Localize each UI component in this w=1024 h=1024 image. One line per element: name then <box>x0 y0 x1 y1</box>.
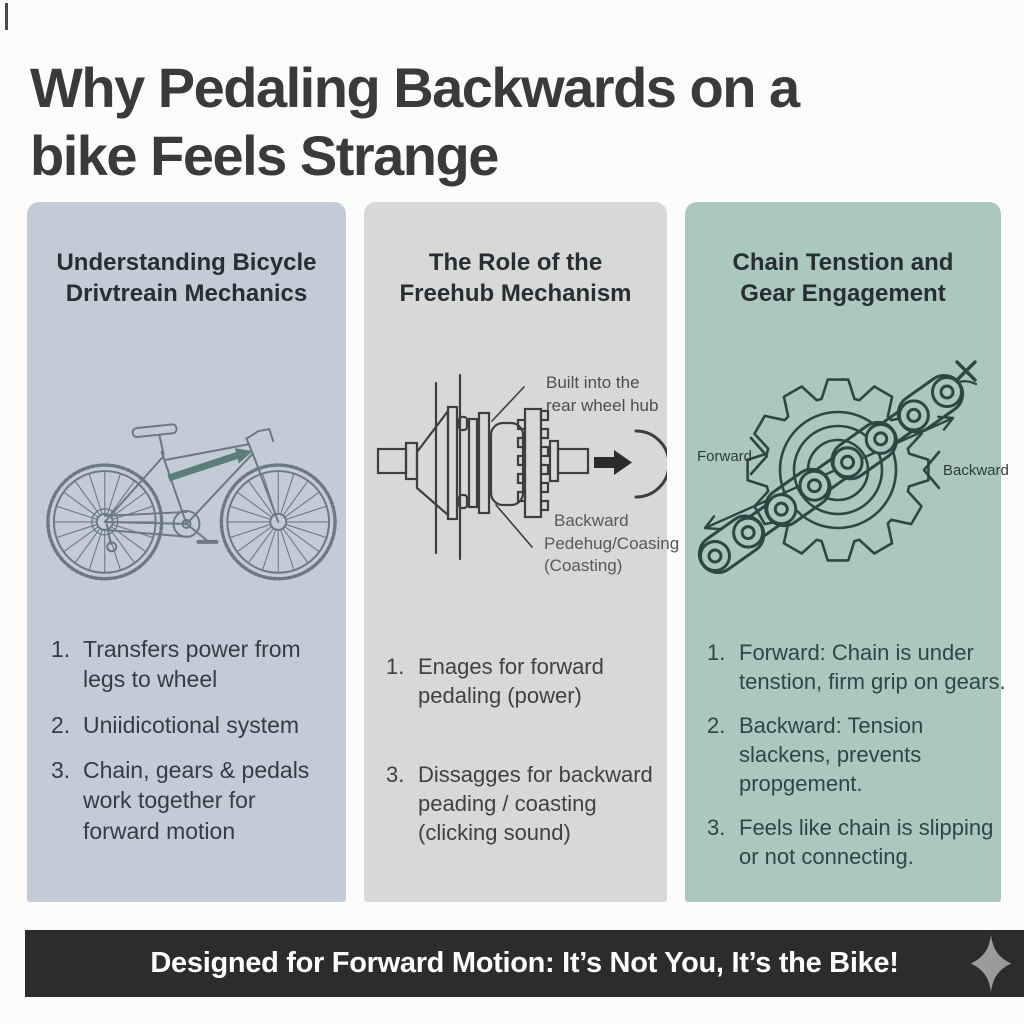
list-item-text: Uniidicotional system <box>83 711 300 738</box>
list-item-text: Chain, gears & pedals work together for … <box>83 757 310 844</box>
coast-direction-arrow <box>594 450 632 475</box>
list-item: 2. Uniidicotional system <box>51 710 338 740</box>
panel-heading-line1: Understanding Bicycle <box>56 249 317 276</box>
page-title-line1: Why Pedaling Backwards on a <box>30 55 800 119</box>
list-item: 1. Forward: Chain is under tenstion, fir… <box>707 638 1009 696</box>
list-item-number: 1. <box>51 636 71 662</box>
bicycle-illustration <box>27 374 346 609</box>
blocked-x-icon <box>955 360 977 382</box>
list-item-text: Forward: Chain is under tenstion, firm g… <box>739 640 1006 695</box>
freehub-point-list: 1. Enages for forward pedaling (power) 3… <box>386 652 659 862</box>
callout-line: Built into the <box>546 373 640 392</box>
list-item-number: 1. <box>707 640 726 665</box>
panel-drivetrain-mechanics: Understanding Bicycle Drivtreain Mechani… <box>27 202 346 902</box>
panel-chain-tension: Chain Tenstion and Gear Engagement <box>685 202 1009 902</box>
callout-line: Pedehug/Coasing <box>544 533 680 553</box>
stray-mark <box>5 3 8 30</box>
panel-heading-line2: Gear Engagement <box>740 279 946 307</box>
callout-line: (Coasting) <box>544 556 623 576</box>
chain-point-list: 1. Forward: Chain is under tenstion, fir… <box>707 638 1009 886</box>
coasting-callout-label: Backward Pedehug/Coasing (Coasting) <box>544 510 679 578</box>
callout-line: rear wheel hub <box>546 395 659 415</box>
page-title: Why Pedaling Backwards on a bike Feels S… <box>30 54 1010 191</box>
list-item-text: Transfers power from legs to wheel <box>83 636 301 693</box>
list-item: 3. Feels like chain is slipping or not c… <box>707 813 1009 871</box>
callout-line: Backward <box>554 511 629 530</box>
panel-heading-line2: Drivtreain Mechanics <box>65 279 308 307</box>
backward-chevron-icon <box>922 450 941 490</box>
forward-chevron-icon <box>749 436 769 476</box>
panel-heading: The Role of the Freehub Mechanism <box>370 248 661 309</box>
panel-freehub-mechanism: The Role of the Freehub Mechanism <box>364 202 679 902</box>
list-item-text: Feels like chain is slipping or not conn… <box>739 815 994 870</box>
page-title-line2: bike Feels Strange <box>30 123 499 187</box>
list-item: 3. Chain, gears & pedals work together f… <box>51 755 338 846</box>
hub-callout-label: Built into the rear wheel hub <box>546 372 658 417</box>
list-item-number: 1. <box>386 654 405 679</box>
forward-label: Forward <box>697 448 753 465</box>
freehub-drawing-icon <box>376 373 667 561</box>
list-item-text: Enages for forward pedaling (power) <box>418 654 604 709</box>
list-item: 2. Backward: Tension slackens, prevents … <box>707 711 1009 798</box>
bicycle-drawing-icon <box>46 423 337 581</box>
chain-gear-drawing-icon <box>697 360 978 574</box>
list-item-text: Backward: Tension slackens, prevents pro… <box>739 713 924 797</box>
list-item: 3. Dissagges for backward peading / coas… <box>386 760 659 847</box>
list-item-number: 3. <box>707 815 726 841</box>
chain-gear-illustration <box>685 342 1001 627</box>
panel-heading-line1: The Role of the <box>428 249 603 276</box>
list-item-number: 2. <box>707 713 726 739</box>
drivetrain-point-list: 1. Transfers power from legs to wheel 2.… <box>51 634 338 861</box>
panel-heading-line1: Chain Tenstion and <box>732 249 954 276</box>
footer-text: Designed for Forward Motion: It’s Not Yo… <box>150 947 899 979</box>
panel-heading-line2: Freehub Mechanism <box>399 279 632 307</box>
list-item-number: 3. <box>51 757 71 784</box>
backward-label: Backward <box>943 462 1009 479</box>
forward-direction-arrow <box>167 448 253 482</box>
list-item: 1. Enages for forward pedaling (power) <box>386 652 659 710</box>
footer-banner: Designed for Forward Motion: It’s Not Yo… <box>25 930 1024 997</box>
list-item-number: 3. <box>386 762 405 788</box>
four-point-star-icon <box>970 935 1012 992</box>
panel-heading: Understanding Bicycle Drivtreain Mechani… <box>33 248 340 309</box>
panel-heading: Chain Tenstion and Gear Engagement <box>691 248 995 309</box>
list-item-text: Dissagges for backward peading / coastin… <box>418 762 653 846</box>
freehub-illustration <box>364 357 667 567</box>
list-item-number: 2. <box>51 711 71 738</box>
list-item: 1. Transfers power from legs to wheel <box>51 634 338 695</box>
